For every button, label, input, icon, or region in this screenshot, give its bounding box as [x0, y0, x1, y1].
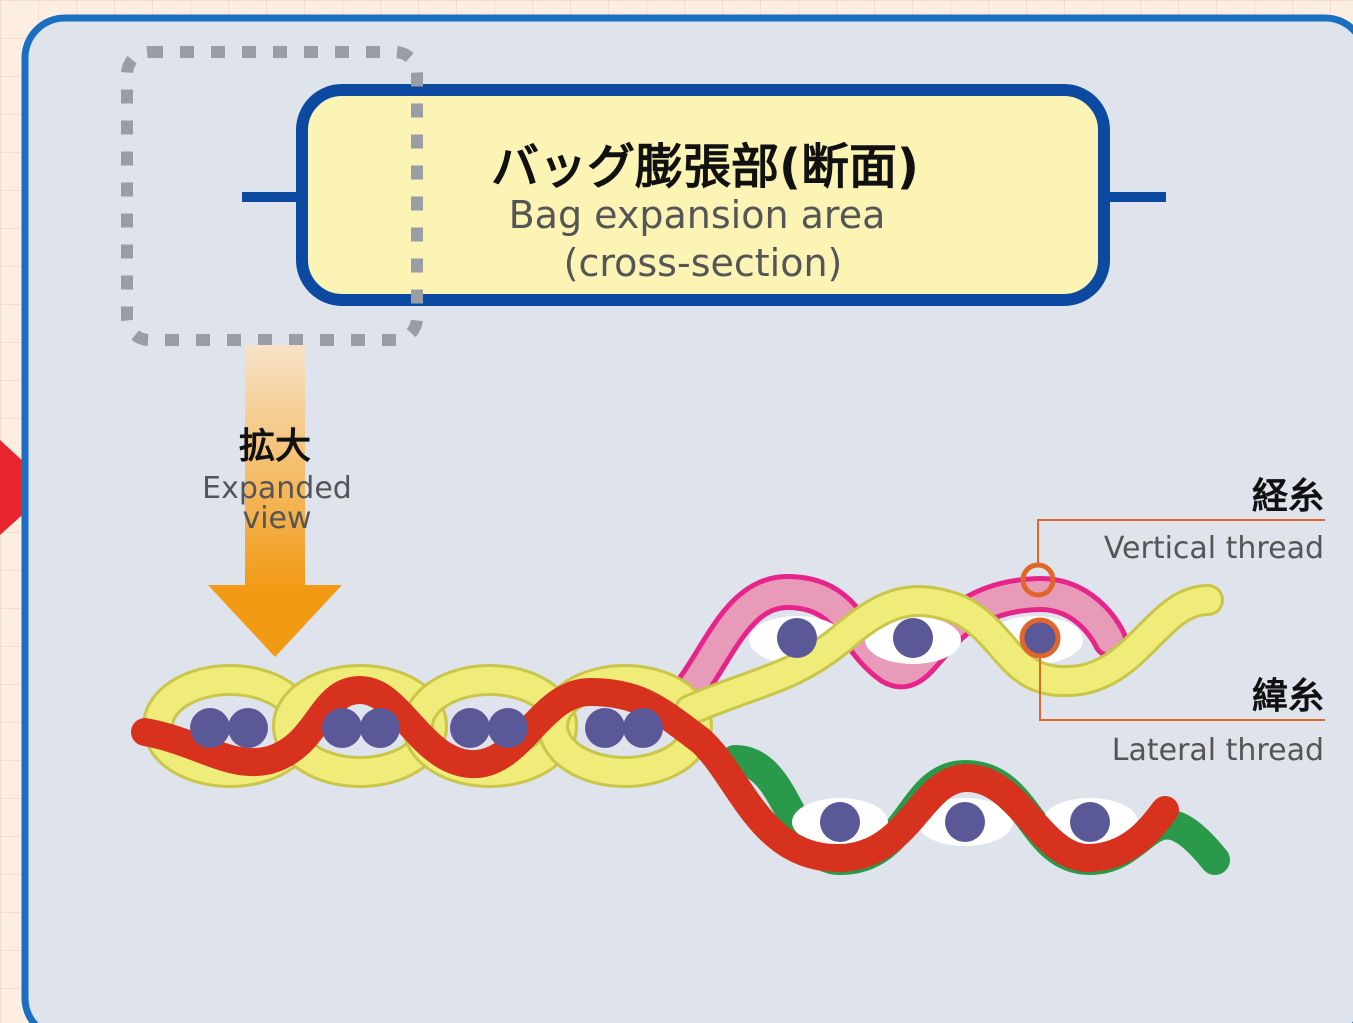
title-en-line1: Bag expansion area: [509, 193, 886, 237]
red-thread: [131, 676, 1179, 873]
zoom-label-en-line1: Expanded: [202, 471, 352, 506]
fiber-dots: [190, 618, 1110, 842]
title-box: [296, 84, 1110, 306]
vertical-thread-label-en: Vertical thread: [1104, 531, 1324, 566]
zoom-region-frame: [121, 46, 423, 346]
zoom-label-en-line2: view: [242, 501, 311, 536]
zoom-label-jp: 拡大: [239, 426, 311, 467]
expand-arrow-icon: [208, 345, 342, 657]
pink-thread-loops: [672, 574, 1128, 708]
lateral-thread-leader: [1039, 656, 1325, 721]
title-jp: バッグ膨張部(断面): [491, 139, 919, 195]
lateral-thread-label-en: Lateral thread: [1112, 733, 1324, 768]
title-en-line2: (cross-section): [564, 241, 843, 285]
vertical-thread-leader: [1037, 519, 1325, 565]
vertical-thread-label-jp: 経糸: [1252, 476, 1324, 517]
lateral-thread-label-jp: 緯糸: [1252, 676, 1324, 717]
